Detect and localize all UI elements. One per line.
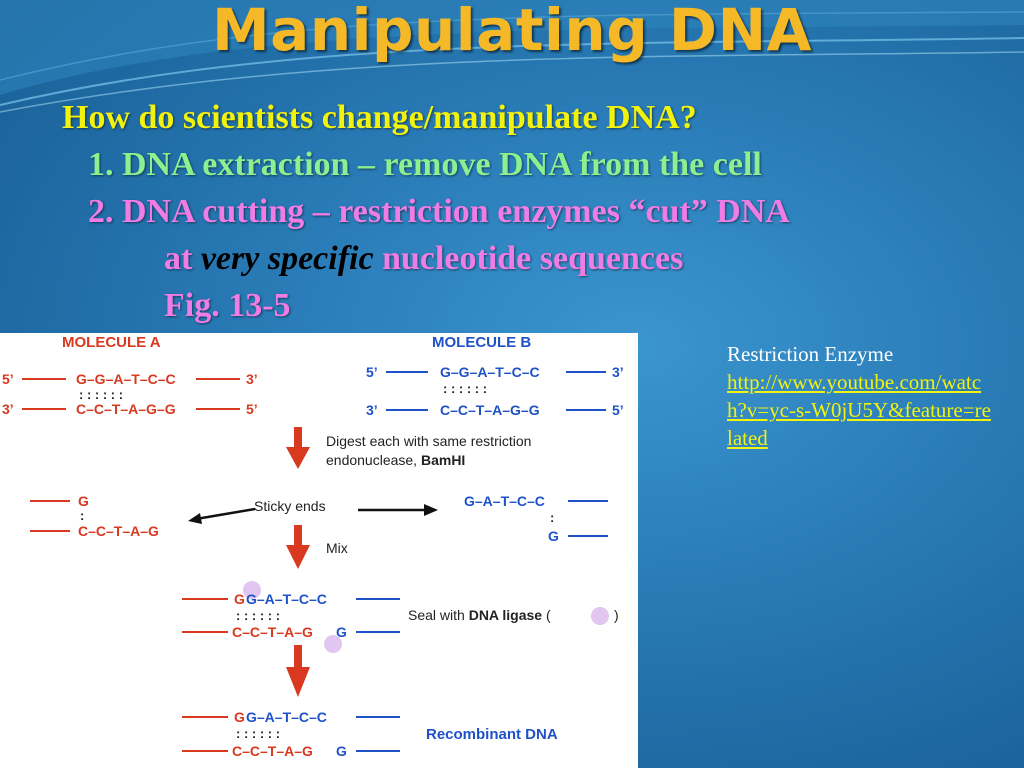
- sequence-text: nucleotide sequences: [382, 240, 684, 277]
- youtube-link[interactable]: http://www.youtube.com/watch?v=yc-s-W0jU…: [727, 370, 991, 450]
- mixed-top-sequence: G–A–T–C–C: [246, 591, 327, 607]
- mixed-pairs: : : : : : :: [236, 608, 280, 623]
- at-word: at: [164, 240, 193, 277]
- right-fragment-top: G–A–T–C–C: [464, 493, 545, 509]
- b-bottom-sequence: C–C–T–A–G–G: [440, 402, 540, 418]
- a-top-3prime: 3’: [246, 371, 258, 387]
- mix-label: Mix: [326, 540, 348, 556]
- molecule-b-label: MOLECULE B: [432, 334, 531, 351]
- a-top-sequence: G–G–A–T–C–C: [76, 371, 176, 387]
- a-top-5prime: 5’: [2, 371, 14, 387]
- left-fragment-pair: :: [80, 508, 84, 523]
- a-pairs: : : : : : :: [79, 387, 123, 402]
- recombinant-pairs: : : : : : :: [236, 726, 280, 741]
- mixed-bottom-g: G: [336, 624, 347, 640]
- mix-arrow: [286, 545, 310, 569]
- digest-arrow: [286, 447, 310, 469]
- slide-title: Manipulating DNA: [211, 0, 813, 64]
- sticky-ends-label: Sticky ends: [254, 498, 326, 514]
- recombinant-bottom-g: G: [336, 743, 347, 759]
- b-top-3prime: 3’: [612, 364, 624, 380]
- mixed-bottom-sequence: C–C–T–A–G: [232, 624, 313, 640]
- a-bottom-3prime: 3’: [2, 401, 14, 417]
- recombinant-top-sequence: G–A–T–C–C: [246, 709, 327, 725]
- question-line: How do scientists change/manipulate DNA?: [62, 99, 697, 136]
- digest-line-1: Digest each with same restriction: [326, 433, 531, 449]
- recombinant-bottom-sequence: C–C–T–A–G: [232, 743, 313, 759]
- b-top-5prime: 5’: [366, 364, 378, 380]
- bullet-list: How do scientists change/manipulate DNA?…: [62, 94, 790, 329]
- recombinant-top-g: G: [234, 709, 245, 725]
- a-bottom-sequence: C–C–T–A–G–G: [76, 401, 176, 417]
- b-pairs: : : : : : :: [443, 381, 487, 396]
- mixed-top-g: G: [234, 591, 245, 607]
- left-fragment-top: G: [78, 493, 89, 509]
- point-cutting-continued: at very specific nucleotide sequences: [62, 235, 790, 282]
- seal-close: ): [614, 607, 619, 623]
- seal-label: Seal with DNA ligase (: [408, 607, 551, 623]
- b-bottom-3prime: 3’: [366, 402, 378, 418]
- a-bottom-5prime: 5’: [246, 401, 258, 417]
- molecule-a-label: MOLECULE A: [62, 334, 161, 351]
- left-fragment-bottom: C–C–T–A–G: [78, 523, 159, 539]
- right-fragment-bottom: G: [548, 528, 559, 544]
- emphasis-text: very specific: [200, 240, 374, 277]
- seal-arrow: [286, 667, 310, 697]
- b-top-sequence: G–G–A–T–C–C: [440, 364, 540, 380]
- b-bottom-5prime: 5’: [612, 402, 624, 418]
- side-note: Restriction Enzyme http://www.youtube.co…: [727, 340, 992, 452]
- digest-line-2: endonuclease, BamHI: [326, 452, 465, 468]
- point-cutting: 2. DNA cutting – restriction enzymes “cu…: [88, 193, 790, 230]
- right-fragment-pair: :: [550, 510, 554, 525]
- figure-reference: Fig. 13-5: [164, 287, 291, 324]
- restriction-enzyme-figure: MOLECULE A 5’ G–G–A–T–C–C 3’ : : : : : :…: [0, 333, 638, 768]
- ligase-icon: [591, 607, 609, 625]
- point-extraction: 1. DNA extraction – remove DNA from the …: [88, 146, 762, 183]
- side-label: Restriction Enzyme: [727, 342, 894, 366]
- header-waves: [0, 0, 1024, 113]
- recombinant-dna-label: Recombinant DNA: [426, 726, 558, 743]
